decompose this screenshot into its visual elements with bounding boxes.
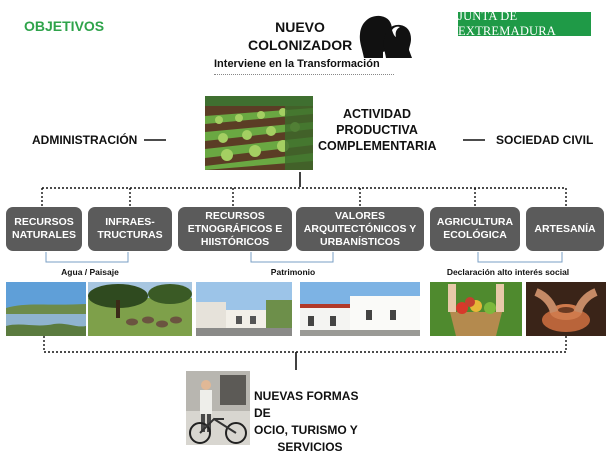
- cyclist-photo: [186, 371, 250, 445]
- box-infraestructuras: INFRAES- TRUCTURAS: [88, 207, 172, 251]
- box-valores-arquitectonicos: VALORES ARQUITECTÓNICOS Y URBANÍSTICOS: [296, 207, 424, 251]
- caption-agua-paisaje: Agua / Paisaje: [61, 267, 119, 277]
- box-recursos-etnograficos: RECURSOS ETNOGRÁFICOS E HIISTÓRICOS: [178, 207, 292, 251]
- vegetable-basket-photo: [430, 282, 522, 336]
- box-agricultura-ecologica: AGRICULTURA ECOLÓGICA: [430, 207, 520, 251]
- box-artesania: ARTESANÍA: [526, 207, 604, 251]
- bottom-line-2: OCIO, TURISMO Y: [254, 423, 358, 437]
- title-line-2: COLONIZADOR: [248, 37, 353, 53]
- dehesa-photo: [88, 282, 192, 336]
- lake-photo: [6, 282, 86, 336]
- center-line-2: PRODUCTIVA: [336, 123, 418, 137]
- box-recursos-naturales: RECURSOS NATURALES: [6, 207, 82, 251]
- caption-patrimonio: Patrimonio: [270, 267, 316, 277]
- crop-field-photo: [205, 96, 313, 170]
- two-heads-silhouette-icon: [359, 15, 412, 59]
- sociedad-civil-label: SOCIEDAD CIVIL: [496, 133, 594, 147]
- actividad-productiva-text: ACTIVIDAD PRODUCTIVA COMPLEMENTARIA: [318, 106, 437, 154]
- objetivos-heading: OBJETIVOS: [24, 18, 105, 34]
- title-line-1: NUEVO: [275, 19, 325, 35]
- pottery-photo: [526, 282, 606, 336]
- white-houses-photo: [300, 282, 420, 336]
- center-line-3: COMPLEMENTARIA: [318, 139, 437, 153]
- nuevo-colonizador-title: NUEVO COLONIZADOR: [248, 18, 352, 54]
- bottom-line-3: SERVICIOS: [277, 440, 343, 454]
- brand-badge: JUNTA DE EXTREMADURA: [458, 9, 591, 38]
- bottom-line-1: NUEVAS FORMAS DE: [254, 389, 359, 420]
- village-street-photo: [196, 282, 292, 336]
- subtitle-divider: [214, 74, 394, 75]
- caption-declaracion: Declaración alto interés social: [446, 267, 570, 277]
- center-line-1: ACTIVIDAD: [342, 107, 412, 121]
- nuevas-formas-text: NUEVAS FORMAS DE OCIO, TURISMO Y SERVICI…: [254, 388, 374, 456]
- administracion-label: ADMINISTRACIÓN: [32, 133, 138, 147]
- subtitle-text: Interviene en la Transformación: [214, 58, 380, 70]
